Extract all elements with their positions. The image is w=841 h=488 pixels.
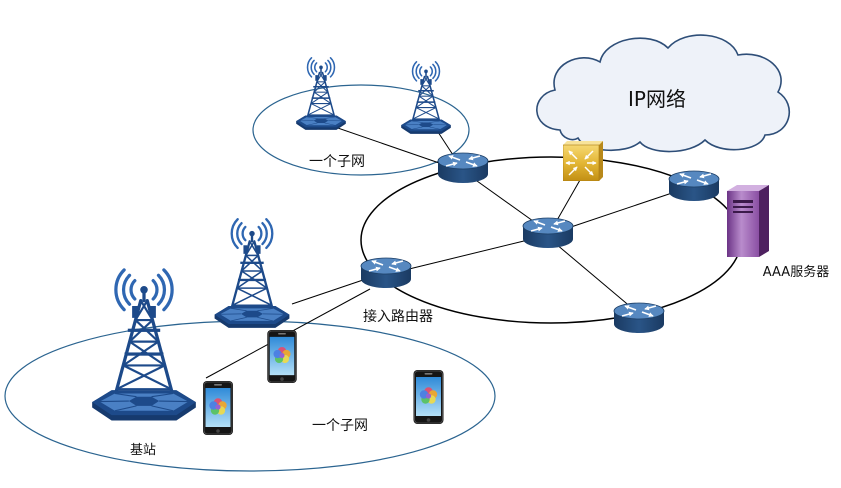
smartphone-icon: [203, 381, 233, 435]
router-icon: [614, 303, 664, 333]
base-station-label: 基站: [130, 443, 156, 458]
cell-tower-icon: [295, 57, 347, 131]
router-icon: [669, 171, 719, 201]
link-tower-access-router: [291, 278, 367, 305]
subnet-label-top: 一个子网: [309, 154, 365, 170]
switch-icon: [563, 141, 603, 181]
cloud-icon: [536, 34, 790, 153]
core-router-icon: [523, 218, 573, 248]
link-core-router-5: [555, 243, 633, 309]
links: [205, 125, 676, 379]
link-router-1-core: [469, 175, 541, 227]
ip-network-cloud: IP网络: [536, 34, 790, 153]
subnet-label-bottom: 一个子网: [312, 418, 368, 434]
link-top-tower-1-router: [331, 125, 446, 166]
router-icon: [438, 153, 488, 183]
link-core-access-router: [404, 239, 529, 271]
base-station-tower-icon: [90, 268, 198, 423]
access-router-label: 接入路由器: [363, 308, 433, 325]
access-router-icon: [361, 258, 411, 288]
link-core-router-3: [567, 191, 676, 229]
smartphone-icon: [413, 370, 444, 424]
cloud-label: IP网络: [628, 87, 686, 111]
cell-tower-icon: [400, 61, 452, 135]
aaa-server-label: AAA服务器: [763, 264, 829, 280]
cell-tower-icon: [213, 218, 291, 330]
smartphone-icon: [267, 330, 297, 383]
subnet-outline-top: [252, 84, 470, 176]
server-icon: [727, 185, 769, 257]
link-switch-core: [555, 179, 581, 223]
